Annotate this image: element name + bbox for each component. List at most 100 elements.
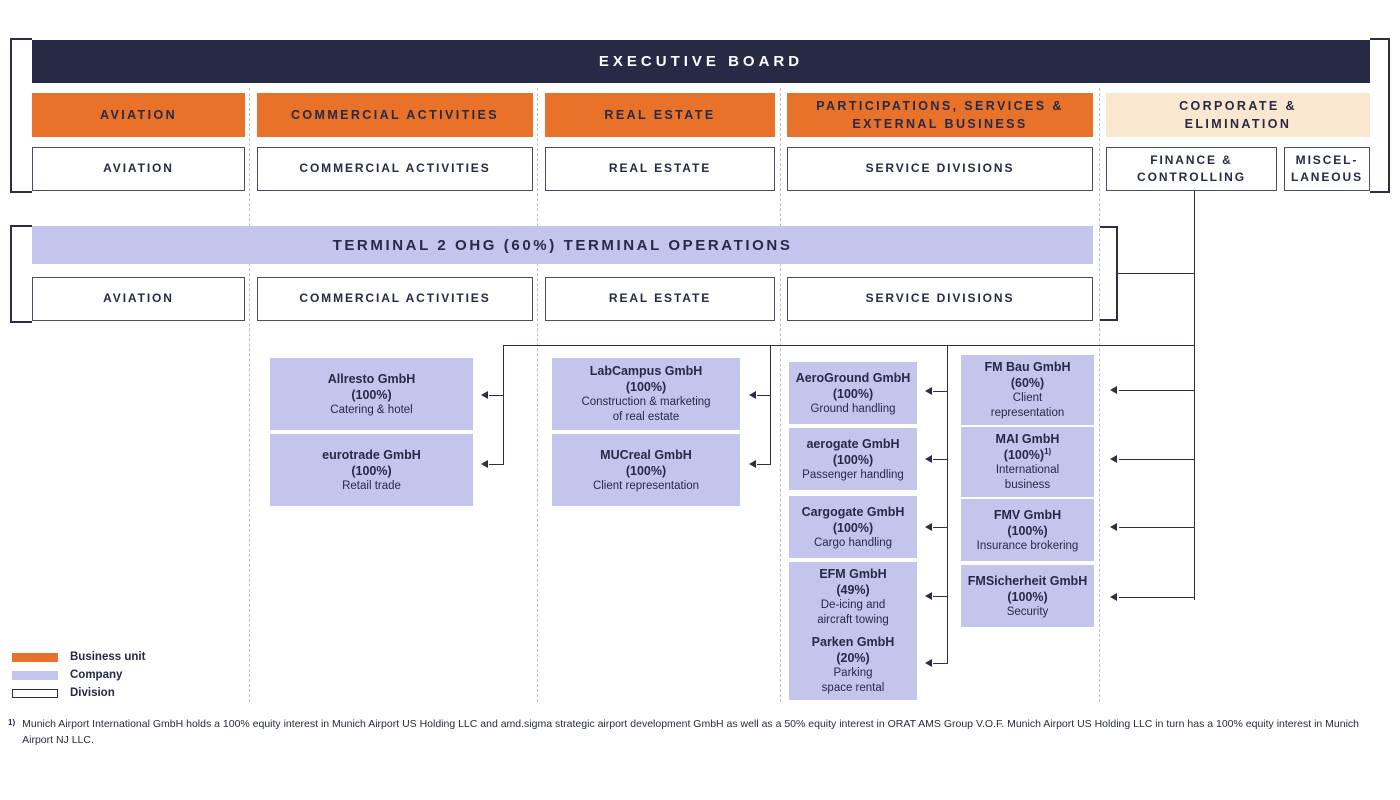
legend-item-company: Company [12, 666, 145, 684]
arrow-icon [925, 659, 932, 667]
company-description: Catering & hotel [330, 403, 413, 416]
company-card[interactable]: MAI GmbH (100%)1) International business [961, 427, 1094, 497]
company-name: FM Bau GmbH [984, 360, 1071, 375]
arrow-icon [481, 391, 488, 399]
company-name: MUCreal GmbH [600, 447, 692, 462]
company-percentage: (100%) [351, 387, 392, 402]
terminal2-division-service-divisions-label: SERVICE DIVISIONS [865, 291, 1015, 306]
division-miscellaneous-label-line2: LANEOUS [1291, 170, 1363, 184]
company-card[interactable]: EFM GmbH (49%) De-icing and aircraft tow… [789, 562, 917, 632]
footnote-ref: 1) [1044, 447, 1052, 457]
division-aviation[interactable]: AVIATION [32, 147, 245, 191]
company-card[interactable]: MUCreal GmbH (100%) Client representatio… [552, 434, 740, 506]
company-description: Retail trade [342, 479, 401, 492]
business-unit-commercial-activities[interactable]: COMMERCIAL ACTIVITIES [257, 93, 533, 137]
business-unit-corporate-label-line2: ELIMINATION [1184, 117, 1292, 131]
terminal2-division-commercial-activities-label: COMMERCIAL ACTIVITIES [299, 291, 491, 306]
business-unit-participations-label-line1: PARTICIPATIONS, SERVICES & [816, 98, 1064, 113]
company-description: Cargo handling [813, 536, 892, 549]
company-card[interactable]: FMV GmbH (100%) Insurance brokering [961, 499, 1094, 561]
company-description: International business [995, 464, 1060, 492]
footnote-marker: 1) [8, 718, 16, 727]
terminal2-division-real-estate[interactable]: REAL ESTATE [545, 277, 775, 321]
company-name: eurotrade GmbH [322, 447, 421, 462]
footnote-text: Munich Airport International GmbH holds … [22, 718, 1360, 747]
company-percentage: (49%) [836, 583, 870, 598]
business-unit-aviation[interactable]: AVIATION [32, 93, 245, 137]
arrow-icon [1110, 455, 1117, 463]
division-miscellaneous-label-line1: MISCEL- [1295, 152, 1359, 167]
company-percentage: (100%) [625, 463, 667, 478]
company-name: Allresto GmbH [327, 371, 416, 386]
company-card[interactable]: LabCampus GmbH (100%) Construction & mar… [552, 358, 740, 430]
arrow-icon [1110, 593, 1117, 601]
legend-item-division: Division [12, 684, 145, 702]
legend-swatch-business-unit [12, 652, 58, 662]
terminal2-division-commercial-activities[interactable]: COMMERCIAL ACTIVITIES [257, 277, 533, 321]
arrow-icon [925, 387, 932, 395]
connector-participations-riser [947, 345, 948, 663]
company-card[interactable]: Allresto GmbH (100%) Catering & hotel [270, 358, 473, 430]
company-name: EFM GmbH [819, 567, 887, 582]
connector-corporate-fmsicherheit [1119, 597, 1195, 598]
legend-label-company: Company [70, 669, 123, 681]
division-finance-controlling[interactable]: FINANCE & CONTROLLING [1106, 147, 1277, 191]
division-commercial-activities[interactable]: COMMERCIAL ACTIVITIES [257, 147, 533, 191]
arrow-icon [1110, 386, 1117, 394]
company-percentage: (100%) [832, 520, 874, 535]
arrow-icon [1110, 523, 1117, 531]
executive-board-label: EXECUTIVE BOARD [598, 53, 804, 70]
division-finance-label-line1: FINANCE & [1150, 152, 1233, 167]
business-unit-corporate-elimination[interactable]: CORPORATE & ELIMINATION [1106, 93, 1370, 137]
bracket-terminal2-right [1100, 226, 1118, 321]
business-unit-participations[interactable]: PARTICIPATIONS, SERVICES & EXTERNAL BUSI… [787, 93, 1093, 137]
connector-realestate-mucreal [757, 464, 771, 465]
connector-main-spine [1194, 191, 1195, 600]
company-card[interactable]: aerogate GmbH (100%) Passenger handling [789, 428, 917, 490]
division-service-divisions[interactable]: SERVICE DIVISIONS [787, 147, 1093, 191]
connector-participations-aerogate [933, 459, 948, 460]
company-name: aerogate GmbH [806, 436, 900, 451]
arrow-icon [749, 460, 756, 468]
company-percentage: (60%) [1010, 376, 1045, 391]
arrow-icon [749, 391, 756, 399]
company-description: Construction & marketing of real estate [581, 396, 711, 423]
division-miscellaneous[interactable]: MISCEL- LANEOUS [1284, 147, 1370, 191]
legend-swatch-company [12, 670, 58, 680]
company-percentage: (100%) [625, 380, 667, 395]
company-description: Client representation [592, 479, 700, 492]
company-percentage: (100%) [832, 386, 874, 401]
company-description: Passenger handling [802, 468, 904, 481]
division-real-estate[interactable]: REAL ESTATE [545, 147, 775, 191]
division-finance-label-line2: CONTROLLING [1137, 170, 1246, 184]
connector-commercial-riser [503, 345, 504, 465]
terminal2-division-service-divisions[interactable]: SERVICE DIVISIONS [787, 277, 1093, 321]
company-name: Parken GmbH [811, 635, 895, 650]
company-name: LabCampus GmbH [589, 364, 703, 379]
legend: Business unit Company Division [12, 648, 145, 702]
division-service-divisions-label: SERVICE DIVISIONS [865, 161, 1015, 176]
company-percentage: (100%)1) [1003, 447, 1052, 463]
business-unit-real-estate-label: REAL ESTATE [604, 107, 716, 122]
bracket-segments-right [1370, 38, 1390, 193]
connector-corporate-fmv [1119, 527, 1195, 528]
connector-corporate-mai [1119, 459, 1195, 460]
executive-board-bar: EXECUTIVE BOARD [32, 40, 1370, 83]
terminal2-division-aviation[interactable]: AVIATION [32, 277, 245, 321]
company-card[interactable]: Cargogate GmbH (100%) Cargo handling [789, 496, 917, 558]
division-commercial-activities-label: COMMERCIAL ACTIVITIES [299, 161, 491, 176]
company-card[interactable]: eurotrade GmbH (100%) Retail trade [270, 434, 473, 506]
division-aviation-label: AVIATION [103, 161, 174, 176]
connector-participations-cargogate [933, 527, 948, 528]
legend-item-business-unit: Business unit [12, 648, 145, 666]
business-unit-commercial-activities-label: COMMERCIAL ACTIVITIES [290, 107, 500, 122]
company-card[interactable]: FMSicherheit GmbH (100%) Security [961, 565, 1094, 627]
company-card[interactable]: Parken GmbH (20%) Parking space rental [789, 630, 917, 700]
connector-commercial-allresto [489, 395, 504, 396]
legend-label-business-unit: Business unit [70, 651, 146, 663]
company-percentage: (20%) [836, 651, 870, 666]
company-card[interactable]: FM Bau GmbH (60%) Client representation [961, 355, 1094, 425]
company-card[interactable]: AeroGround GmbH (100%) Ground handling [789, 362, 917, 424]
column-divider-4 [1099, 88, 1100, 702]
business-unit-real-estate[interactable]: REAL ESTATE [545, 93, 775, 137]
